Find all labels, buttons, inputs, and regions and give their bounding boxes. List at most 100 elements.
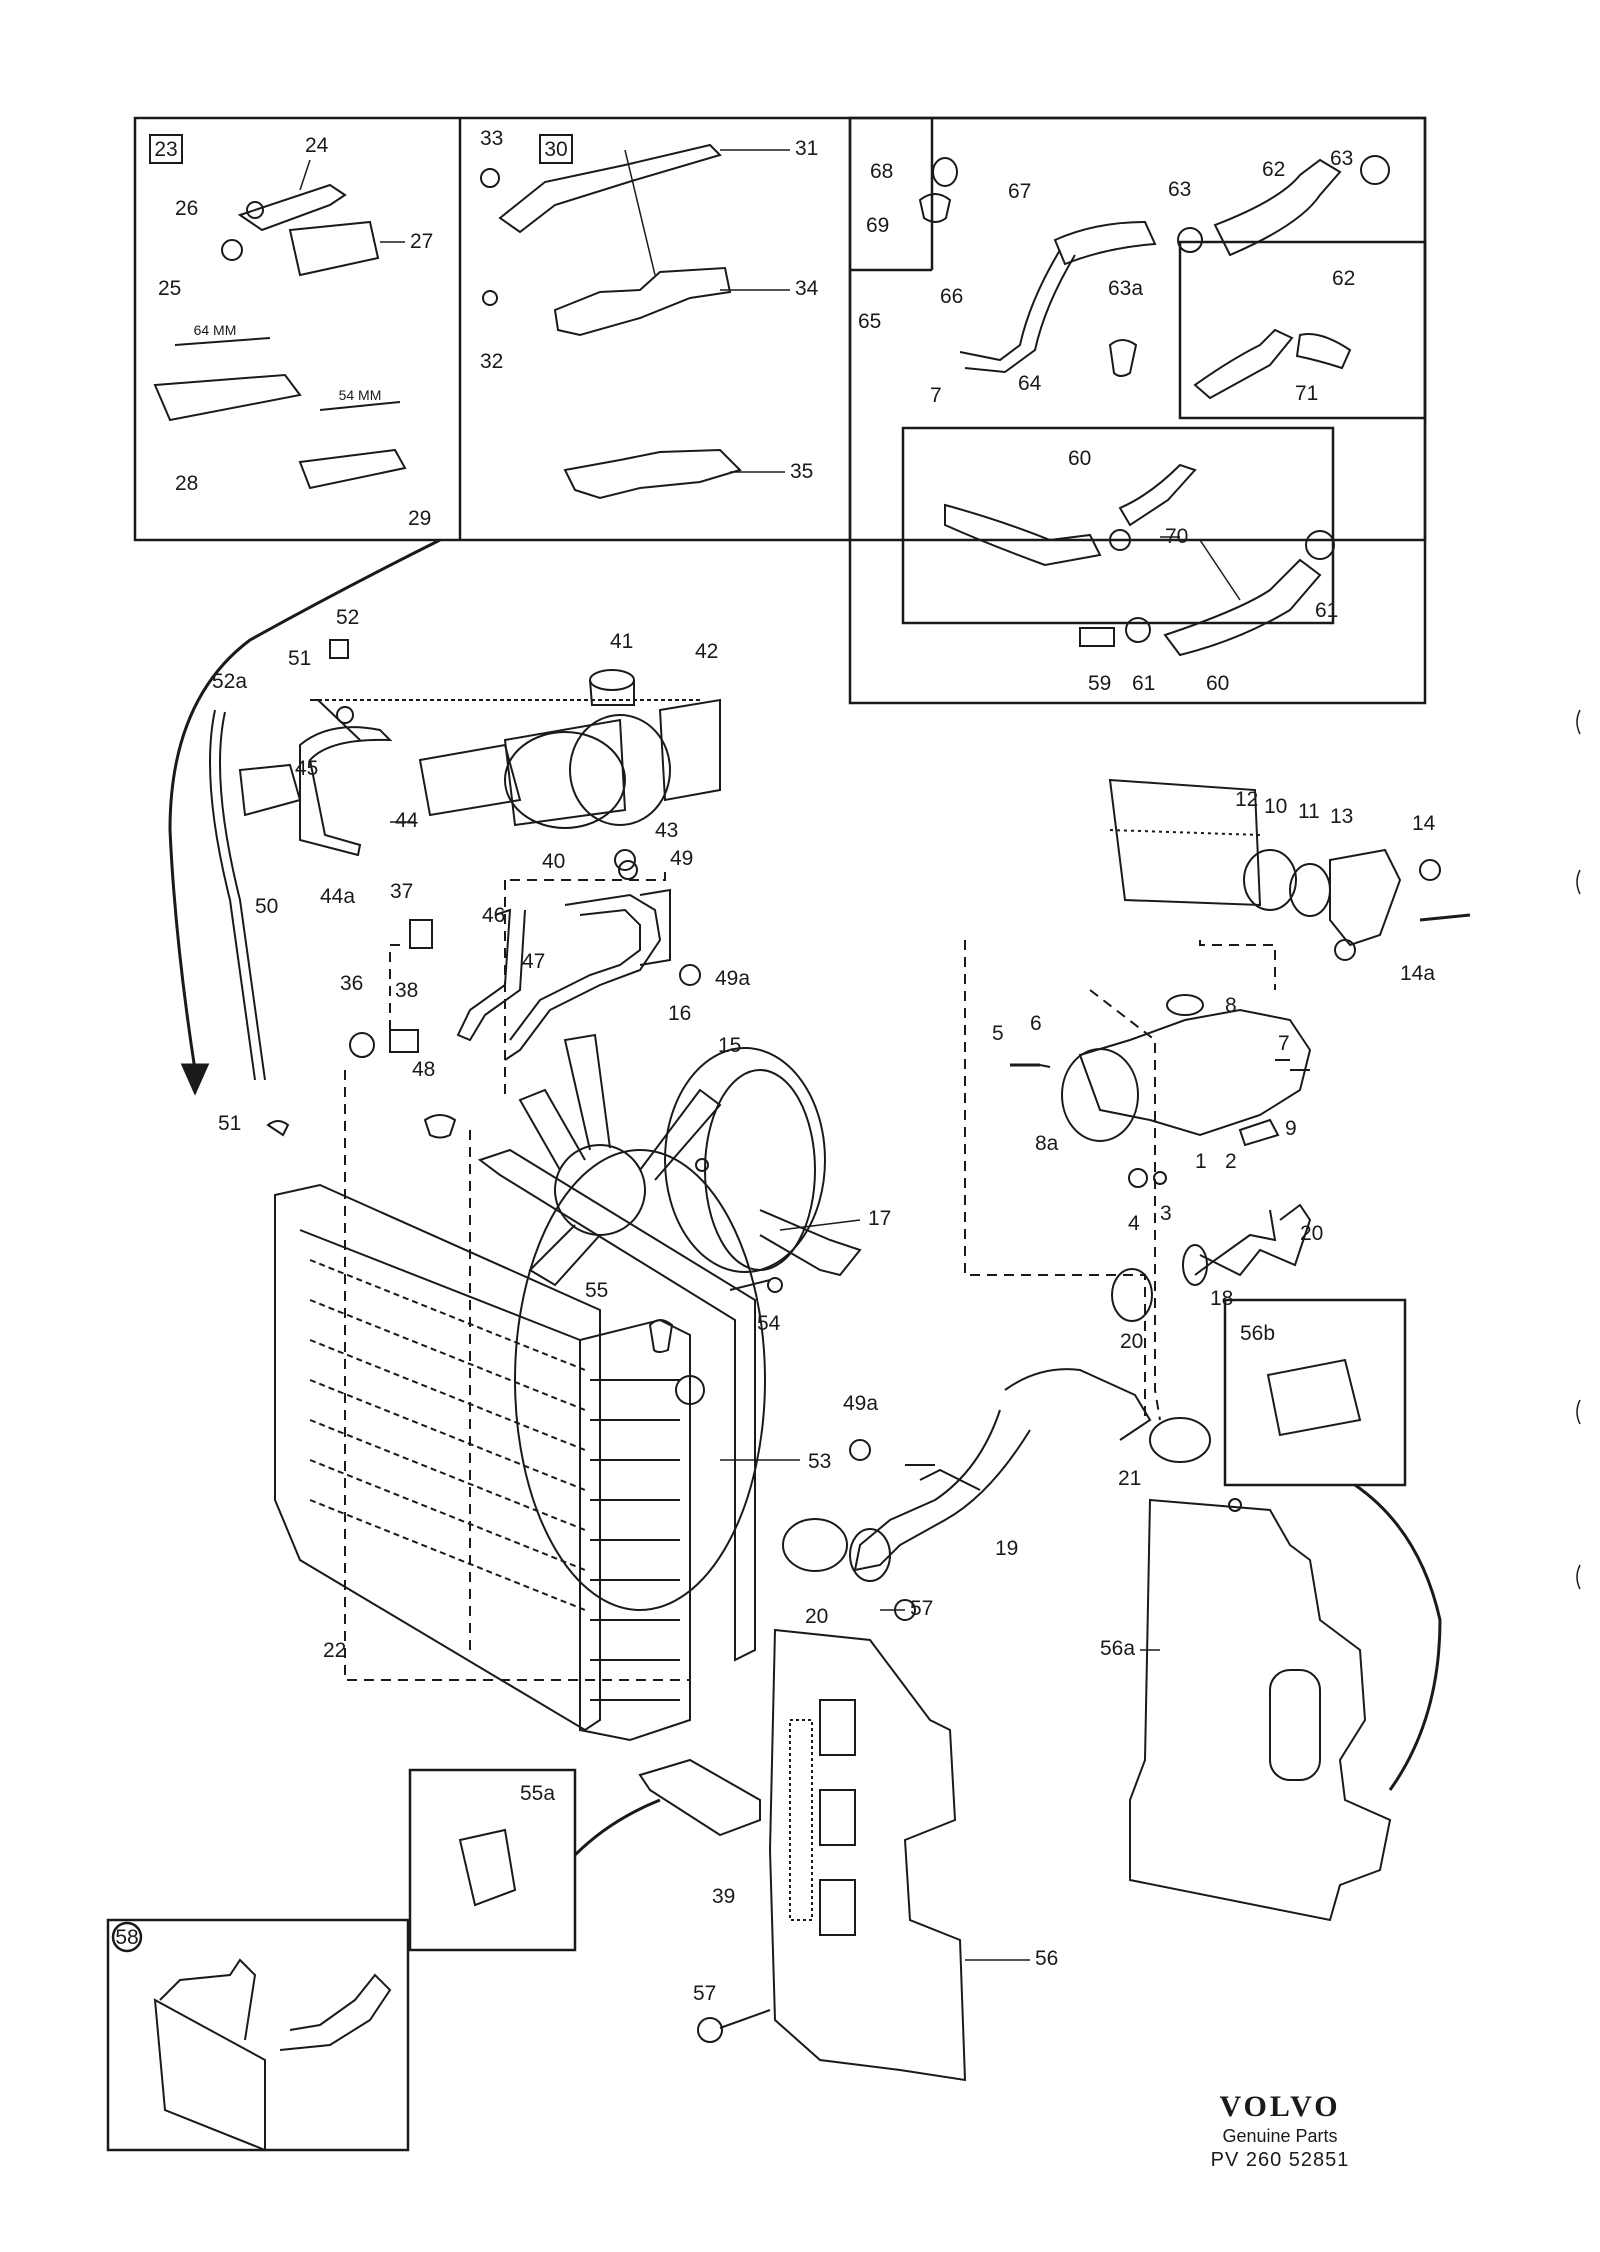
callout-14: 14 [1412,812,1436,835]
box-23-frame [149,134,183,164]
callout-20-right: 20 [1300,1222,1323,1245]
heater-hoses-inset [918,155,1390,657]
callout-38: 38 [395,979,418,1002]
box-number-58: 58 [115,1926,138,1949]
callout-34: 34 [795,277,819,300]
callout-11: 11 [1298,800,1320,823]
callout-60-bottom: 60 [1206,672,1229,695]
callout-29: 29 [408,507,431,530]
callout-36: 36 [340,972,363,995]
callout-49: 49 [670,847,693,870]
callout-61-right: 61 [1315,599,1338,622]
callout-52a: 52a [212,670,247,693]
callout-66: 66 [940,285,963,308]
callout-56a: 56a [1100,1637,1135,1660]
radiator-hoses-18-19 [782,1203,1312,1582]
box-number-30: 30 [544,138,567,161]
callout-26: 26 [175,197,198,220]
callout-44: 44 [395,809,419,832]
brand-block: VOLVO Genuine Parts PV 260 52851 [1160,2090,1400,2172]
callout-50: 50 [255,895,278,918]
callout-3: 3 [1160,1202,1172,1225]
callout-53: 53 [808,1450,831,1473]
callout-62-top: 62 [1262,158,1285,181]
callout-47: 47 [522,950,545,973]
callout-25: 25 [158,277,181,300]
callout-16: 16 [668,1002,691,1025]
callout-55: 55 [585,1279,608,1302]
splash-guard-56a [1129,1498,1392,1922]
callout-39: 39 [712,1885,735,1908]
callout-21: 21 [1118,1467,1141,1490]
expansion-tank-assembly [238,669,721,871]
fan-shroud [477,1148,771,1662]
callout-54: 54 [757,1312,781,1335]
bracket-box-30 [480,134,742,500]
callout-10: 10 [1264,795,1287,818]
callout-12: 12 [1235,788,1258,811]
callout-51-top: 51 [288,647,311,670]
callout-7-top: 7 [930,384,942,407]
callout-4: 4 [1128,1212,1140,1235]
callout-33: 33 [480,127,503,150]
box-number-23: 23 [154,138,177,161]
callout-labels: 24 26 27 25 28 29 33 31 34 32 35 68 69 6… [158,127,1436,2005]
callout-43: 43 [655,819,678,842]
leader-lines [299,149,1180,1961]
callout-20-bottom: 20 [805,1605,828,1628]
callout-61-bottom: 61 [1132,672,1155,695]
callout-19: 19 [995,1537,1018,1560]
callout-13: 13 [1330,805,1353,828]
dimension-64mm: 64 MM [194,322,237,338]
callout-48: 48 [412,1058,435,1081]
callout-35: 35 [790,460,813,483]
callout-69: 69 [866,214,889,237]
box-58-frame [111,1921,143,1953]
callout-62-box: 62 [1332,267,1355,290]
callout-6: 6 [1030,1012,1042,1035]
callout-40: 40 [542,850,565,873]
callout-32: 32 [480,350,503,373]
inset-box-58 [106,1918,410,2152]
callout-15: 15 [718,1034,741,1057]
callout-46: 46 [482,904,505,927]
callout-42: 42 [695,640,718,663]
page-margin-marks [1576,709,1581,1590]
callout-8a: 8a [1035,1132,1059,1155]
callout-14a: 14a [1400,962,1435,985]
callout-9: 9 [1285,1117,1297,1140]
callout-57-top: 57 [910,1597,933,1620]
callout-51-bottom: 51 [218,1112,241,1135]
volvo-logo: VOLVO [1219,2090,1341,2123]
overflow-hose-50 [209,709,266,1081]
inset-box-56b [1223,1298,1442,1791]
clamps-and-bolts [266,639,916,2043]
callout-37: 37 [390,880,413,903]
return-arrow [168,538,441,1096]
callout-18: 18 [1210,1287,1233,1310]
callout-5: 5 [992,1022,1004,1045]
callout-49a-lower: 49a [843,1392,878,1415]
coolant-hoses-46-47 [456,888,671,1061]
callout-27: 27 [410,230,433,253]
callout-60-top: 60 [1068,447,1091,470]
callout-45: 45 [295,757,318,780]
callout-56: 56 [1035,1947,1058,1970]
callout-67: 67 [1008,180,1031,203]
bracket-box-23 [149,134,407,490]
callout-2: 2 [1225,1150,1237,1173]
callout-31: 31 [795,137,818,160]
upper-inset-frame [133,116,1427,705]
bracket-39 [638,1758,761,1837]
callout-17: 17 [868,1207,891,1230]
callout-49a-top: 49a [715,967,750,990]
callout-52: 52 [336,606,359,629]
box-30-frame [539,134,573,164]
callout-63-top: 63 [1168,178,1191,201]
callout-20-center: 20 [1120,1330,1143,1353]
callout-68: 68 [870,160,893,183]
callout-65: 65 [858,310,881,333]
callout-63-right: 63 [1330,147,1353,170]
inset-box-55a [408,1768,661,1952]
